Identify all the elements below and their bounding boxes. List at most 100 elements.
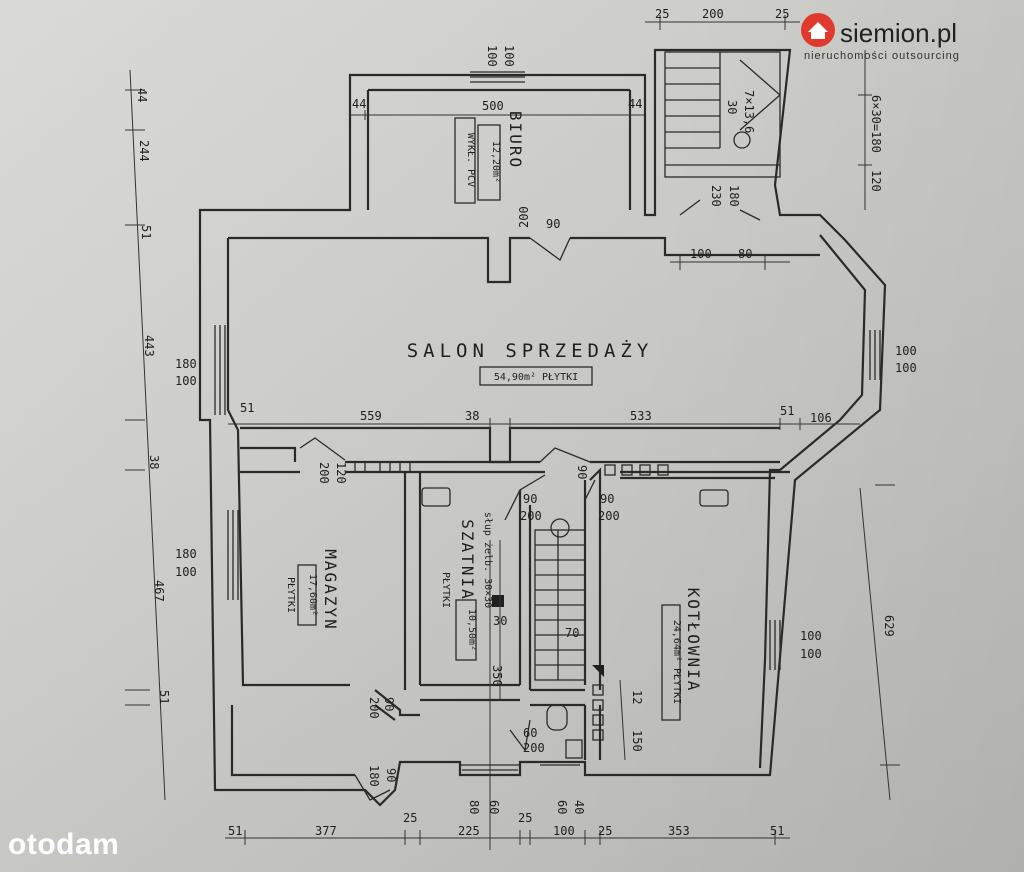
dim-label: 200 xyxy=(523,741,545,755)
dim-label: 51 xyxy=(157,690,171,704)
dim-label: 38 xyxy=(147,455,161,469)
dim-label: 44 xyxy=(135,88,149,102)
dim-label: 100 xyxy=(800,647,822,661)
dim-label: 60 xyxy=(523,726,537,740)
dim-label: 353 xyxy=(668,824,690,838)
otodam-watermark: otodam xyxy=(8,828,120,861)
dim-label: 200 xyxy=(367,697,381,719)
dim-label: 38 xyxy=(465,409,479,423)
biuro-label: BIURO xyxy=(506,111,525,169)
salon-label: SALON SPRZEDAŻY xyxy=(407,339,654,362)
szatnia-floor: PŁYTKI xyxy=(440,572,451,608)
dim-label: 80 xyxy=(467,800,481,814)
dim-label: 60 xyxy=(487,800,501,814)
dim-label: 44 xyxy=(352,97,366,111)
dim-label: 180 xyxy=(175,547,197,561)
dim-label: 6×30=180 xyxy=(869,95,883,153)
dim-label: 200 xyxy=(598,509,620,523)
dim-label: 25 xyxy=(518,811,532,825)
dim-label: 350 xyxy=(490,665,504,687)
dim-label: 90 xyxy=(600,492,614,506)
dim-label: 90 xyxy=(382,697,396,711)
dim-label: 25 xyxy=(598,824,612,838)
slup-label: słup żelb. 30×30 xyxy=(482,512,493,608)
dim-label: 40 xyxy=(572,800,586,814)
dim-label: 100 xyxy=(485,45,499,67)
logo-brand: siemion.pl xyxy=(840,18,958,48)
dim-label: 120 xyxy=(334,462,348,484)
dim-label: 200 xyxy=(702,7,724,21)
magazyn-label: MAGAZYN xyxy=(321,549,340,630)
dim-label: 100 xyxy=(800,629,822,643)
dim-label: 30 xyxy=(493,614,507,628)
windows xyxy=(214,71,881,771)
dim-label: 51 xyxy=(228,824,242,838)
dim-label: 200 xyxy=(517,206,531,228)
room-labels: BIURO 12,20m² WYKŁ. PCV SALON SPRZEDAŻY … xyxy=(285,111,703,721)
biuro-floor: WYKŁ. PCV xyxy=(465,133,476,187)
biuro-area: 12,20m² xyxy=(490,141,501,183)
dim-label: 443 xyxy=(142,335,156,357)
dim-label: 44 xyxy=(628,97,642,111)
dim-label: 120 xyxy=(869,170,883,192)
dim-label: 230 xyxy=(709,185,723,207)
szatnia-area: 10,50m² xyxy=(466,609,477,651)
dim-label: 90 xyxy=(546,217,560,231)
dim-label: 90 xyxy=(523,492,537,506)
door-swings xyxy=(299,199,761,801)
dim-label: 80 xyxy=(738,247,752,261)
dim-label: 100 xyxy=(175,565,197,579)
dim-label: 180 xyxy=(727,185,741,207)
dim-label: 70 xyxy=(565,626,579,640)
dim-label: 25 xyxy=(775,7,789,21)
dimension-lines xyxy=(125,15,900,850)
dim-label: 150 xyxy=(630,730,644,752)
staircase-top xyxy=(664,51,781,178)
dim-label: 100 xyxy=(690,247,712,261)
dim-label: 30 xyxy=(725,100,739,114)
dim-label: 225 xyxy=(458,824,480,838)
kotlownia-label: KOTŁOWNIA xyxy=(684,588,703,693)
magazyn-floor: PŁYTKI xyxy=(285,577,296,613)
szatnia-label: SZATNIA xyxy=(458,519,477,600)
outer-walls xyxy=(198,48,887,807)
dim-label: 500 xyxy=(482,99,504,113)
dim-label: 100 xyxy=(502,45,516,67)
dim-label: 100 xyxy=(895,344,917,358)
dimension-numbers: 25 200 25 6×30=180 120 7×13,6 30 44 500 … xyxy=(135,7,917,838)
dim-label: 100 xyxy=(553,824,575,838)
dim-label: 90 xyxy=(384,768,398,782)
house-logo-icon xyxy=(801,13,835,47)
dim-label: 60 xyxy=(555,800,569,814)
dim-label: 467 xyxy=(152,580,166,602)
dim-label: 180 xyxy=(175,357,197,371)
dim-label: 51 xyxy=(780,404,794,418)
dim-label: 200 xyxy=(317,462,331,484)
dim-label: 559 xyxy=(360,409,382,423)
kotlownia-area: 24,64m² PŁYTKI xyxy=(671,620,682,704)
staircase-center xyxy=(534,518,586,681)
dim-label: 12 xyxy=(630,690,644,704)
dim-label: 25 xyxy=(655,7,669,21)
dim-label: 90 xyxy=(575,465,589,479)
dim-label: 200 xyxy=(520,509,542,523)
dim-label: 244 xyxy=(137,140,151,162)
dim-label: 51 xyxy=(240,401,254,415)
dim-label: 533 xyxy=(630,409,652,423)
dim-label: 100 xyxy=(895,361,917,375)
siemion-logo[interactable]: siemion.pl nieruchomości outsourcing xyxy=(800,6,1020,64)
dim-label: 51 xyxy=(139,225,153,239)
dim-label: 100 xyxy=(175,374,197,388)
dim-label: 629 xyxy=(882,615,896,637)
dim-label: 180 xyxy=(367,765,381,787)
dim-label: 51 xyxy=(770,824,784,838)
dim-label: 377 xyxy=(315,824,337,838)
salon-area: 54,90m² PŁYTKI xyxy=(494,372,578,383)
dim-label: 106 xyxy=(810,411,832,425)
fixtures xyxy=(354,461,729,759)
dim-label: 7×13,6 xyxy=(742,90,756,133)
logo-tagline: nieruchomości outsourcing xyxy=(804,50,960,62)
dim-label: 25 xyxy=(403,811,417,825)
